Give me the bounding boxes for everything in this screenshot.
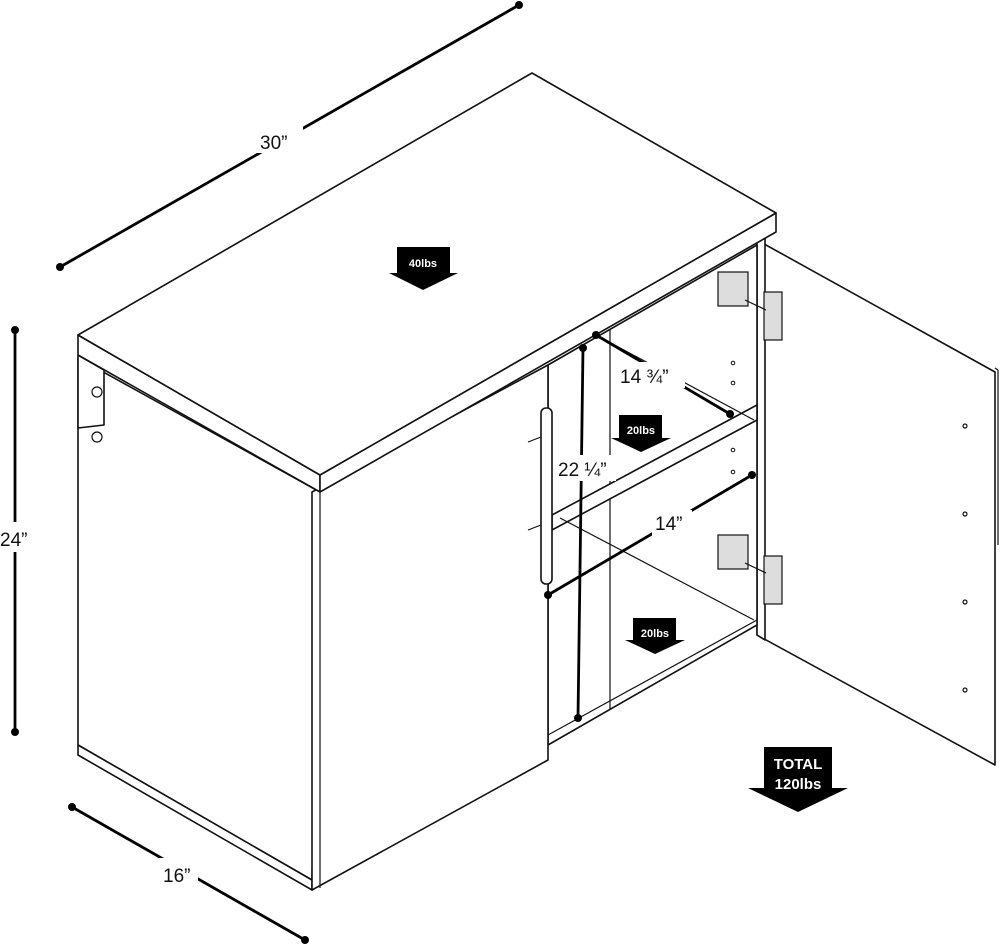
svg-text:TOTAL: TOTAL bbox=[774, 756, 823, 773]
hinge-top-icon bbox=[717, 271, 783, 341]
cabinet-interior bbox=[547, 244, 758, 746]
depth-label: 16” bbox=[163, 866, 190, 887]
svg-text:40lbs: 40lbs bbox=[409, 258, 437, 270]
weight-total-arrow-icon: TOTAL 120lbs bbox=[748, 747, 848, 812]
hinge-bottom-icon bbox=[717, 534, 783, 605]
svg-text:120lbs: 120lbs bbox=[775, 776, 822, 793]
dimension-depth: 16” bbox=[68, 803, 309, 944]
svg-text:20lbs: 20lbs bbox=[627, 425, 655, 437]
weight-bottom-arrow-icon: 20lbs bbox=[625, 618, 685, 654]
svg-text:20lbs: 20lbs bbox=[641, 628, 669, 640]
interior-width-label: 14” bbox=[655, 514, 682, 535]
height-label: 24” bbox=[0, 530, 27, 551]
shelf-depth-label: 14 ¾” bbox=[620, 367, 669, 388]
dimension-interior-height: 22 ¼” bbox=[556, 344, 616, 722]
open-door bbox=[756, 235, 999, 766]
dimension-height: 24” bbox=[0, 326, 40, 736]
cam-lock-icon bbox=[91, 386, 103, 398]
interior-height-label: 22 ¼” bbox=[558, 460, 607, 481]
width-label: 30” bbox=[260, 133, 287, 154]
weight-shelf-arrow-icon: 20lbs bbox=[611, 415, 671, 452]
weight-top-arrow-icon: 40lbs bbox=[389, 247, 458, 290]
dimension-width: 30” bbox=[56, 1, 523, 271]
dimension-shelf-depth: 14 ¾” bbox=[592, 331, 734, 418]
dimension-interior-width: 14” bbox=[544, 471, 756, 599]
door-handle bbox=[527, 407, 553, 585]
cam-lock-icon bbox=[91, 431, 103, 443]
